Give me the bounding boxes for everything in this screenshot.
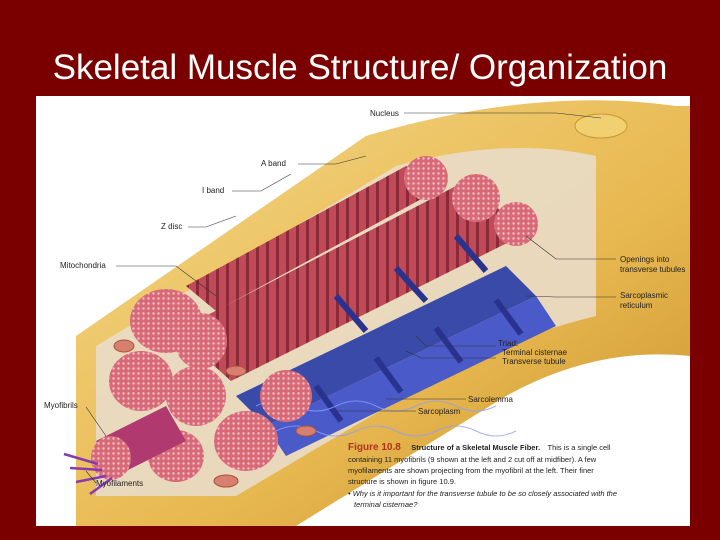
label-transverse-tubule: Transverse tubule: [502, 357, 566, 366]
myofibril-cross-sections: [109, 289, 312, 482]
caption-question-line2: terminal cisternae?: [354, 500, 418, 509]
label-triad: Triad:: [498, 339, 518, 348]
slide-title: Skeletal Muscle Structure/ Organization: [52, 48, 668, 87]
extracted-myofibril: [63, 406, 186, 496]
myofibrils-upper: [186, 156, 538, 381]
label-terminal-cisternae: Terminal cisternae: [502, 348, 567, 357]
muscle-fiber-figure: Nucleus A band I band Z disc Mitochondri…: [36, 96, 690, 526]
label-myofilaments: Myofilaments: [96, 479, 143, 488]
label-sarcoplasm: Sarcoplasm: [418, 407, 461, 416]
label-i-band: I band: [202, 186, 224, 195]
nucleus: [574, 113, 628, 139]
figure-caption: Figure 10.8 Structure of a Skeletal Musc…: [348, 437, 617, 509]
muscle-fiber-illustration: Nucleus A band I band Z disc Mitochondri…: [44, 100, 690, 526]
label-z-disc: Z disc: [161, 222, 182, 231]
caption-figure-number: Figure 10.8: [348, 442, 401, 453]
caption-line3: myofilaments are shown projecting from t…: [348, 466, 594, 475]
label-mitochondria: Mitochondria: [60, 261, 106, 270]
sarcoplasmic-reticulum: [236, 234, 556, 456]
label-openings-line1: Openings into: [620, 255, 670, 264]
caption-line1: This is a single cell: [548, 443, 611, 452]
svg-text:Figure 10.8 Structure: Figure 10.8 Structure of a Skeletal Musc…: [348, 437, 611, 454]
mitochondria: [113, 339, 317, 488]
label-myofibrils: Myofibrils: [44, 401, 78, 410]
caption-line2: containing 11 myofibrils (9 shown at the…: [348, 455, 597, 464]
caption-question-line1: • Why is it important for the transverse…: [348, 489, 617, 498]
label-sr-line2: reticulum: [620, 301, 653, 310]
label-sr-line1: Sarcoplasmic: [620, 291, 668, 300]
caption-line4: structure is shown in figure 10.9.: [348, 477, 456, 486]
label-sarcolemma: Sarcolemma: [468, 395, 513, 404]
label-a-band: A band: [261, 159, 286, 168]
leader-lines: [85, 112, 616, 484]
label-nucleus: Nucleus: [370, 109, 399, 118]
caption-heading: Structure of a Skeletal Muscle Fiber.: [411, 443, 540, 452]
label-openings-line2: transverse tubules: [620, 265, 685, 274]
